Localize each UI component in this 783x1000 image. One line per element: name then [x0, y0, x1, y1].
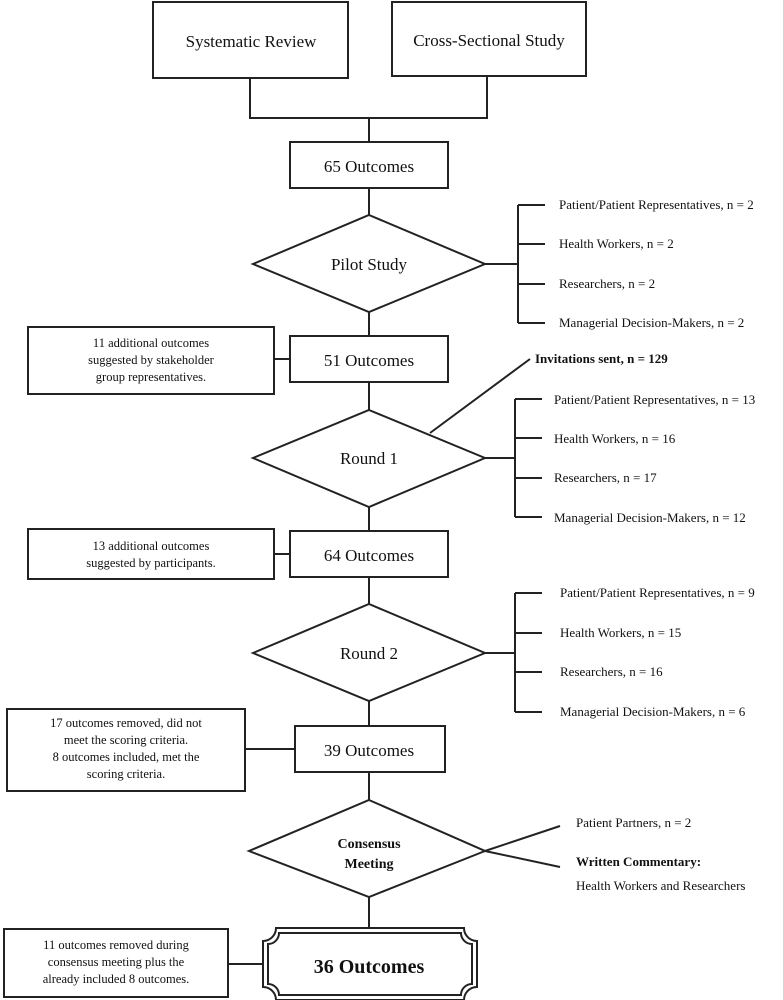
- consensus-label-line1: Consensus: [337, 837, 401, 852]
- note-39-box: 17 outcomes removed, did not meet the sc…: [6, 708, 246, 792]
- pilot-group-health-workers: Health Workers, n = 2: [559, 236, 674, 251]
- outcomes-51-box: 51 Outcomes: [289, 335, 449, 383]
- outcomes-51-label: 51 Outcomes: [324, 351, 414, 370]
- round2-group-managers: Managerial Decision-Makers, n = 6: [560, 704, 746, 719]
- written-commentary-detail: Health Workers and Researchers: [576, 878, 745, 893]
- outcomes-65-label: 65 Outcomes: [324, 157, 414, 176]
- round-2-label: Round 2: [340, 644, 398, 663]
- note-36-box: 11 outcomes removed during consensus mee…: [3, 928, 229, 998]
- note-64-line1: 13 additional outcomes: [93, 539, 210, 553]
- round-2-groups: Patient/Patient Representatives, n = 9 H…: [560, 585, 755, 719]
- cross-sectional-study-label: Cross-Sectional Study: [413, 31, 565, 50]
- pilot-study-label: Pilot Study: [331, 255, 408, 274]
- note-51-line2: suggested by stakeholder: [88, 353, 215, 367]
- pilot-group-researchers: Researchers, n = 2: [559, 276, 655, 291]
- round1-group-managers: Managerial Decision-Makers, n = 12: [554, 510, 746, 525]
- outcomes-39-box: 39 Outcomes: [294, 725, 446, 773]
- round-1-diamond: Round 1: [250, 408, 488, 509]
- round2-group-researchers: Researchers, n = 16: [560, 664, 663, 679]
- pilot-study-diamond: Pilot Study: [250, 213, 488, 314]
- note-51-line1: 11 additional outcomes: [93, 336, 209, 350]
- consensus-participants: Patient Partners, n = 2 Written Commenta…: [576, 815, 745, 893]
- round2-group-patients: Patient/Patient Representatives, n = 9: [560, 585, 755, 600]
- outcomes-64-label: 64 Outcomes: [324, 546, 414, 565]
- outcomes-36-label: 36 Outcomes: [314, 956, 425, 978]
- round1-group-researchers: Researchers, n = 17: [554, 470, 657, 485]
- round1-group-patients: Patient/Patient Representatives, n = 13: [554, 392, 755, 407]
- note-36-line1: 11 outcomes removed during: [43, 938, 189, 952]
- pilot-group-managers: Managerial Decision-Makers, n = 2: [559, 315, 744, 330]
- note-64-box: 13 additional outcomes suggested by part…: [27, 528, 275, 580]
- round-1-label: Round 1: [340, 449, 398, 468]
- round-1-groups: Patient/Patient Representatives, n = 13 …: [554, 392, 755, 525]
- patient-partners-label: Patient Partners, n = 2: [576, 815, 691, 830]
- note-51-box: 11 additional outcomes suggested by stak…: [27, 326, 275, 395]
- invitations-sent-label: Invitations sent, n = 129: [535, 351, 668, 366]
- note-36-line2: consensus meeting plus the: [48, 955, 185, 969]
- note-39-line2: meet the scoring criteria.: [64, 733, 188, 747]
- systematic-review-label: Systematic Review: [186, 32, 318, 51]
- consensus-meeting-diamond: Consensus Meeting: [246, 798, 488, 899]
- note-64-line2: suggested by participants.: [86, 556, 216, 570]
- note-39-line3: 8 outcomes included, met the: [53, 750, 200, 764]
- note-39-line4: scoring criteria.: [87, 767, 165, 781]
- note-39-line1: 17 outcomes removed, did not: [50, 716, 202, 730]
- note-36-line3: already included 8 outcomes.: [43, 972, 189, 986]
- round2-group-health-workers: Health Workers, n = 15: [560, 625, 681, 640]
- outcomes-65-box: 65 Outcomes: [289, 141, 449, 189]
- outcomes-64-box: 64 Outcomes: [289, 530, 449, 578]
- outcomes-36-box: 36 Outcomes: [262, 927, 478, 1000]
- cross-sectional-study-box: Cross-Sectional Study: [391, 1, 587, 77]
- round-2-diamond: Round 2: [250, 602, 488, 703]
- round1-group-health-workers: Health Workers, n = 16: [554, 431, 676, 446]
- pilot-group-patients: Patient/Patient Representatives, n = 2: [559, 197, 754, 212]
- systematic-review-box: Systematic Review: [152, 1, 349, 79]
- pilot-groups: Patient/Patient Representatives, n = 2 H…: [559, 197, 754, 330]
- note-51-line3: group representatives.: [96, 370, 206, 384]
- connectors: [228, 76, 561, 965]
- written-commentary-label: Written Commentary:: [576, 854, 701, 869]
- consensus-label-line2: Meeting: [345, 857, 394, 872]
- outcomes-39-label: 39 Outcomes: [324, 741, 414, 760]
